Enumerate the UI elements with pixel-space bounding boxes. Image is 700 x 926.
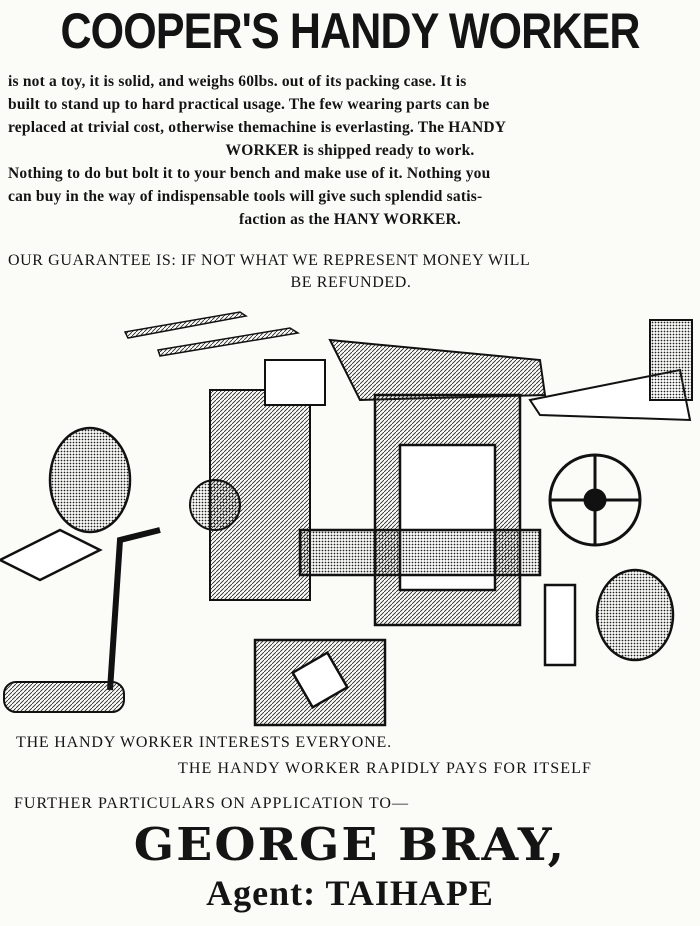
body-copy: is not a toy, it is solid, and weighs 60… [8,70,692,231]
vise-jaw-icon [253,638,387,727]
body-line: can buy in the way of indispensable tool… [8,188,483,205]
particulars-line: FURTHER PARTICULARS ON APPLICATION TO— [14,795,409,812]
machine-illustration [0,311,693,727]
guarantee-line: BE REFUNDED. [290,274,412,291]
gearbox-icon [189,359,326,601]
agent-location: Agent: TAIHAPE [206,873,494,913]
body-line: is not a toy, it is solid, and weighs 60… [8,73,467,90]
headline: COOPER'S HANDY WORKER [60,3,640,59]
body-line: faction as the HANY WORKER. [239,211,461,228]
agent-name: GEORGE BRAY, [133,818,567,871]
body-line: replaced at trivial cost, otherwise them… [8,119,507,136]
main-frame-icon [298,393,542,627]
bench-rail-icon [328,319,693,422]
drill-bit-icon [123,311,301,357]
interest-line: THE HANDY WORKER INTERESTS EVERYONE. [16,734,392,751]
guarantee: OUR GUARANTEE IS: IF NOT WHAT WE REPRESE… [8,250,694,294]
guarantee-line: OUR GUARANTEE IS: IF NOT WHAT WE REPRESE… [8,252,531,269]
gear-wheel-icon [543,568,675,667]
crank-handle-icon [3,527,161,713]
body-line: built to stand up to hard practical usag… [8,96,490,113]
body-line: Nothing to do but bolt it to your bench … [8,165,491,182]
body-line: WORKER is shipped ready to work. [225,142,475,159]
grinding-wheel-icon [0,426,132,582]
pays-line: THE HANDY WORKER RAPIDLY PAYS FOR ITSELF [178,760,592,777]
handwheel-icon [548,453,642,547]
